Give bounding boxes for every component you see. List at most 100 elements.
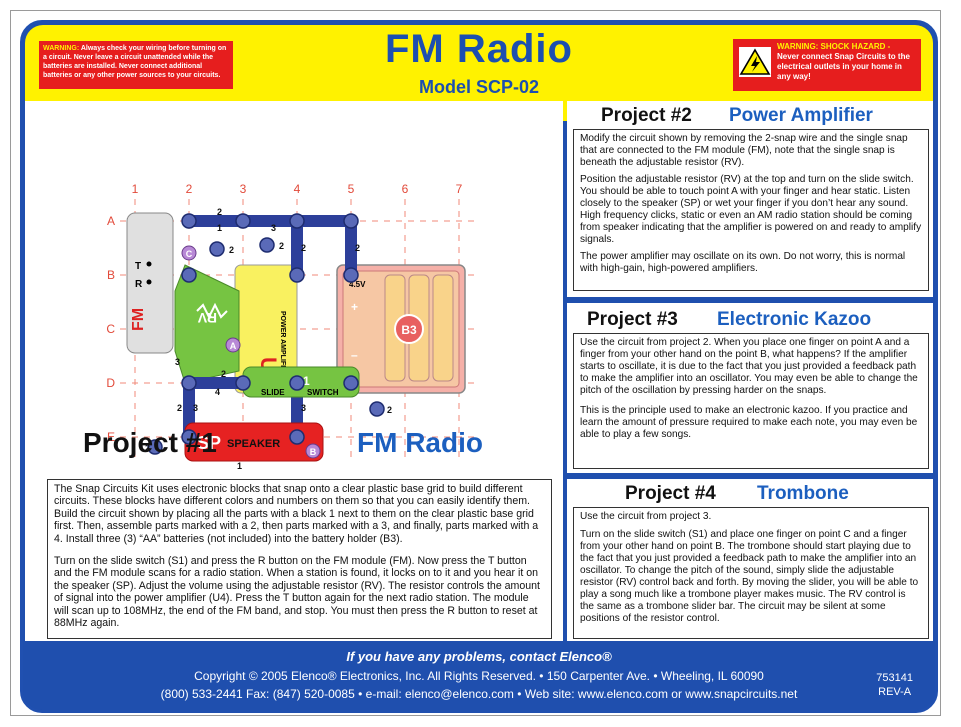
model-number: Model SCP-02 bbox=[418, 77, 540, 97]
point-a-label: A bbox=[230, 341, 237, 351]
project1-number: Project #1 bbox=[83, 427, 217, 458]
col-label: 6 bbox=[402, 182, 409, 196]
test-points: C A B bbox=[181, 245, 321, 459]
footer-copyright: Copyright © 2005 Elenco® Electronics, In… bbox=[194, 669, 764, 683]
b3-label: B3 bbox=[401, 323, 417, 337]
document-revision: REV-A bbox=[878, 686, 912, 698]
warning-box-right: WARNING: SHOCK HAZARD - Never connect Sn… bbox=[733, 39, 921, 91]
svg-text:1: 1 bbox=[237, 461, 242, 471]
project2-name: Power Amplifier bbox=[729, 105, 873, 126]
project3-para2: This is the principle used to make an el… bbox=[580, 405, 918, 440]
project2-para1: Modify the circuit shown by removing the… bbox=[580, 133, 908, 168]
svg-text:3: 3 bbox=[193, 403, 198, 413]
u4-sublabel: POWER AMPLIFIER bbox=[279, 311, 286, 377]
footer-code: 753141 REV-A bbox=[876, 671, 913, 699]
snap-points bbox=[147, 213, 385, 455]
warning-left-text: Always check your wiring before turning … bbox=[43, 45, 227, 79]
shock-hazard-icon bbox=[739, 47, 771, 77]
col-label: 1 bbox=[132, 182, 139, 196]
footer-band: If you have any problems, contact Elenco… bbox=[25, 649, 933, 710]
project4-heading: Project #4 Trombone bbox=[573, 481, 929, 507]
rv-label: RV bbox=[197, 310, 217, 326]
row-label: B bbox=[107, 268, 115, 282]
slide-label: SLIDE bbox=[261, 388, 285, 397]
project3-para1: Use the circuit from project 2. When you… bbox=[580, 337, 918, 396]
project2-number: Project #2 bbox=[601, 105, 692, 126]
section-divider bbox=[567, 473, 933, 479]
point-c-label: C bbox=[186, 249, 193, 259]
fm-label: FM bbox=[130, 308, 147, 331]
document-code: 753141 bbox=[876, 672, 913, 684]
project2-para2: Position the adjustable resistor (RV) at… bbox=[580, 174, 922, 245]
row-label: D bbox=[106, 376, 115, 390]
svg-text:3: 3 bbox=[301, 403, 306, 413]
warning-right-text: Never connect Snap Circuits to the elect… bbox=[777, 52, 910, 81]
grid-column-labels: 1 2 3 4 5 6 7 bbox=[132, 182, 463, 196]
project1-para2: Turn on the slide switch (S1) and press … bbox=[54, 555, 540, 630]
project1-instructions: The Snap Circuits Kit uses electronic bl… bbox=[47, 479, 552, 639]
project2-instructions: Modify the circuit shown by removing the… bbox=[573, 129, 929, 291]
svg-text:1: 1 bbox=[217, 223, 222, 233]
project3-instructions: Use the circuit from project 2. When you… bbox=[573, 333, 929, 469]
warning-box-left: WARNING: Always check your wiring before… bbox=[39, 41, 233, 89]
warning-right-title: WARNING: SHOCK HAZARD - bbox=[777, 42, 891, 51]
battery-voltage: 4.5V bbox=[349, 280, 366, 289]
svg-text:3: 3 bbox=[175, 357, 180, 367]
battery-holder-b3: B3 4.5V + – bbox=[336, 264, 466, 394]
row-label: C bbox=[106, 322, 115, 336]
project3-number: Project #3 bbox=[587, 309, 678, 330]
fm-t-label: T bbox=[135, 261, 141, 272]
svg-text:2: 2 bbox=[387, 405, 392, 415]
fm-module: T R FM bbox=[126, 212, 174, 354]
project4-number: Project #4 bbox=[625, 483, 716, 504]
svg-text:2: 2 bbox=[145, 443, 150, 453]
warning-left-title: WARNING: bbox=[43, 45, 80, 52]
project4-para2: Turn on the slide switch (S1) and place … bbox=[580, 529, 919, 624]
project3-section: Project #3 Electronic Kazoo Use the circ… bbox=[573, 307, 929, 469]
wire-numbers: 2 1 3 2 2 2 2 3 2 4 2 3 3 2 1 2 bbox=[145, 207, 392, 471]
project4-instructions: Use the circuit from project 3. Turn on … bbox=[573, 507, 929, 639]
col-label: 2 bbox=[186, 182, 193, 196]
svg-text:2: 2 bbox=[301, 243, 306, 253]
battery-plus: + bbox=[351, 300, 358, 314]
footer-contact-info: (800) 533-2441 Fax: (847) 520-0085 • e-m… bbox=[160, 687, 798, 701]
col-label: 3 bbox=[240, 182, 247, 196]
project3-heading: Project #3 Electronic Kazoo bbox=[573, 307, 929, 333]
project4-section: Project #4 Trombone Use the circuit from… bbox=[573, 481, 929, 639]
row-label: E bbox=[107, 430, 115, 444]
col-label: 7 bbox=[456, 182, 463, 196]
grid-row-labels: A B C D E bbox=[106, 214, 115, 444]
battery-minus: – bbox=[351, 348, 358, 362]
project1-para1: The Snap Circuits Kit uses electronic bl… bbox=[54, 483, 539, 545]
svg-text:2: 2 bbox=[217, 207, 222, 217]
svg-text:2: 2 bbox=[355, 243, 360, 253]
right-projects-panel: Project #2 Power Amplifier Modify the ci… bbox=[567, 101, 933, 641]
svg-text:3: 3 bbox=[271, 223, 276, 233]
project4-name: Trombone bbox=[757, 483, 849, 504]
adjustable-resistor-rv: RV bbox=[174, 264, 240, 384]
svg-text:2: 2 bbox=[177, 403, 182, 413]
project4-para1: Use the circuit from project 3. bbox=[580, 511, 712, 522]
section-divider bbox=[567, 297, 933, 303]
project2-heading: Project #2 Power Amplifier bbox=[573, 103, 929, 129]
project3-name: Electronic Kazoo bbox=[717, 309, 872, 330]
svg-text:2: 2 bbox=[229, 245, 234, 255]
project1-name: FM Radio bbox=[357, 427, 483, 458]
svg-text:2: 2 bbox=[221, 369, 226, 379]
document-title: FM Radio bbox=[385, 27, 573, 71]
project1-panel: 1 2 3 4 5 6 7 A B C D E bbox=[25, 101, 563, 641]
col-label: 5 bbox=[348, 182, 355, 196]
document-frame: WARNING: Always check your wiring before… bbox=[20, 20, 938, 713]
footer-contact: If you have any problems, contact Elenco… bbox=[346, 649, 612, 664]
circuit-diagram: 1 2 3 4 5 6 7 A B C D E bbox=[106, 182, 475, 471]
col-label: 4 bbox=[294, 182, 301, 196]
point-b-label: B bbox=[310, 447, 317, 457]
switch-label: SWITCH bbox=[307, 388, 339, 397]
sp-label: SP bbox=[197, 433, 221, 453]
svg-text:2: 2 bbox=[279, 241, 284, 251]
speaker-label: SPEAKER bbox=[227, 438, 280, 450]
fm-r-label: R bbox=[135, 279, 143, 290]
svg-text:4: 4 bbox=[215, 387, 220, 397]
row-label: A bbox=[107, 214, 115, 228]
project2-section: Project #2 Power Amplifier Modify the ci… bbox=[573, 103, 929, 291]
